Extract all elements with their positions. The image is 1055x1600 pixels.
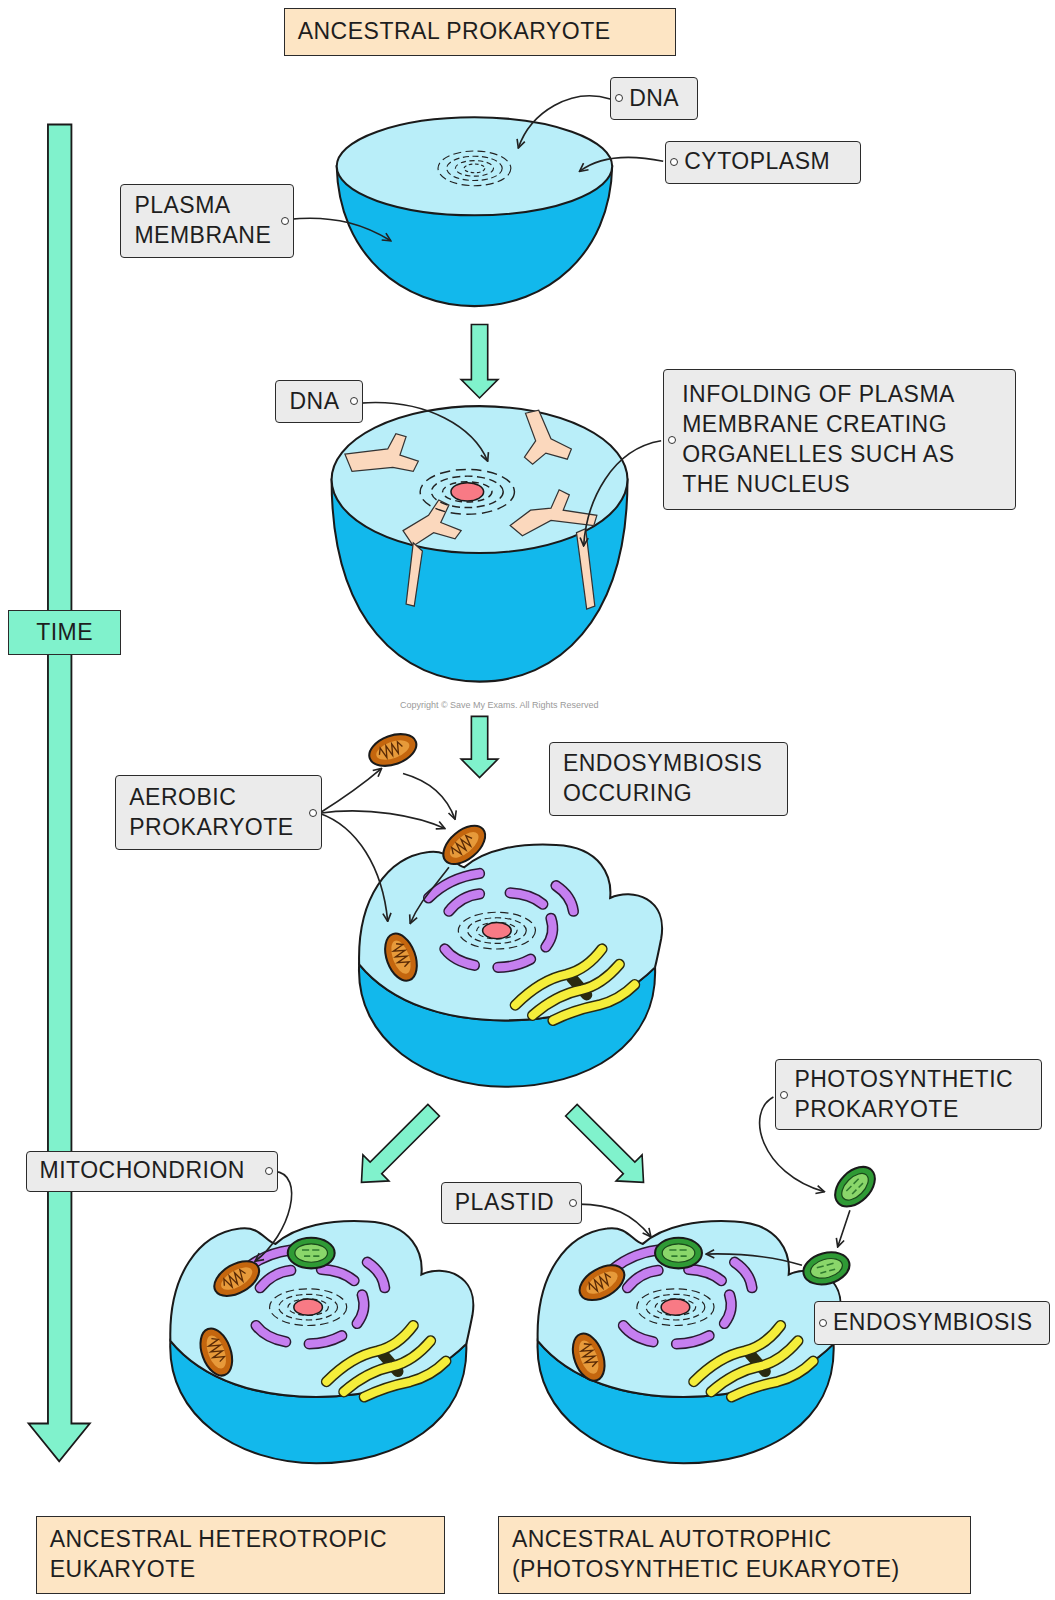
node-text: AEROBIC PROKARYOTE bbox=[129, 783, 303, 843]
tag-hole bbox=[615, 94, 623, 102]
stage-arrows bbox=[461, 324, 498, 397]
node-text: ANCESTRAL AUTOTROPHIC (PHOTOSYNTHETIC EU… bbox=[512, 1525, 957, 1585]
node-text: MITOCHONDRION bbox=[40, 1156, 259, 1186]
node-text: PLASTID bbox=[455, 1188, 563, 1218]
leader-lines bbox=[838, 1210, 850, 1247]
leader-lines bbox=[403, 773, 455, 819]
node-text: PLASMA MEMBRANE bbox=[134, 191, 275, 251]
stage-box: ANCESTRAL AUTOTROPHIC (PHOTOSYNTHETIC EU… bbox=[498, 1516, 971, 1594]
autotrophic-cell bbox=[538, 1221, 841, 1463]
leader-lines bbox=[360, 403, 488, 462]
heterotrophic-cell bbox=[170, 1221, 473, 1463]
free-aerobic-prokaryotes bbox=[365, 728, 492, 871]
leader-lines bbox=[319, 811, 444, 829]
leader-lines bbox=[319, 813, 387, 921]
free-photosynthetic-prokaryotes bbox=[828, 1159, 883, 1214]
label-tag: ENDOSYMBIOSIS bbox=[814, 1301, 1050, 1345]
infolding-cell bbox=[420, 469, 514, 514]
leader-lines bbox=[410, 867, 449, 923]
tag-hole bbox=[670, 158, 678, 166]
autotrophic-cell bbox=[567, 1329, 611, 1385]
leader-lines bbox=[518, 96, 610, 148]
infolding-cell bbox=[576, 529, 594, 610]
label-tag: PLASTID bbox=[441, 1182, 582, 1225]
leader-lines bbox=[579, 1204, 651, 1237]
label-tag: PHOTOSYNTHETIC PROKARYOTE bbox=[775, 1059, 1042, 1130]
heterotrophic-cell bbox=[170, 1221, 473, 1463]
node-text: DNA bbox=[629, 84, 684, 114]
tag-hole bbox=[569, 1199, 577, 1207]
leader-lines bbox=[255, 96, 850, 1265]
leader-lines bbox=[289, 218, 391, 241]
tag-hole bbox=[265, 1167, 273, 1175]
infolding-cell bbox=[345, 434, 418, 472]
tag-hole bbox=[309, 809, 317, 817]
node-text: ANCESTRAL PROKARYOTE bbox=[298, 17, 662, 47]
leader-lines bbox=[319, 768, 381, 813]
tag-hole bbox=[281, 217, 289, 225]
leader-lines bbox=[584, 441, 662, 546]
node-text: CYTOPLASM bbox=[684, 147, 847, 177]
endosymbiosis-cell bbox=[379, 929, 423, 985]
tag-hole bbox=[350, 397, 358, 405]
time-arrow bbox=[29, 124, 90, 1461]
autotrophic-cell bbox=[655, 1238, 702, 1269]
node-text: PHOTOSYNTHETIC PROKARYOTE bbox=[794, 1065, 1028, 1125]
stage-arrows bbox=[558, 1097, 656, 1195]
heterotrophic-cell bbox=[208, 1254, 265, 1303]
time-arrow bbox=[29, 124, 90, 1461]
label-tag: DNA bbox=[610, 77, 698, 121]
infolding-cell bbox=[451, 483, 484, 501]
watermark: Copyright © Save My Exams. All Rights Re… bbox=[398, 700, 601, 710]
node-text: TIME bbox=[22, 618, 107, 648]
autotrophic-cell bbox=[574, 1258, 631, 1307]
label-tag: DNA bbox=[275, 380, 363, 424]
tag-hole bbox=[780, 1091, 788, 1099]
free-photosynthetic-prokaryotes bbox=[800, 1248, 853, 1290]
infolding-cell bbox=[406, 543, 422, 606]
autotrophic-cell bbox=[538, 1221, 841, 1463]
node-text: INFOLDING OF PLASMA MEMBRANE CREATING OR… bbox=[682, 380, 1002, 500]
endosymbiosis-cell bbox=[359, 845, 662, 1087]
label-tag: AEROBIC PROKARYOTE bbox=[115, 775, 322, 849]
label-tag: CYTOPLASM bbox=[665, 141, 861, 184]
node-text: ANCESTRAL HETEROTROPIC EUKARYOTE bbox=[50, 1525, 431, 1585]
infolding-cell bbox=[524, 410, 571, 464]
stage-box: ANCESTRAL HETEROTROPIC EUKARYOTE bbox=[36, 1516, 445, 1594]
free-aerobic-prokaryotes bbox=[436, 818, 492, 871]
label-tag: INFOLDING OF PLASMA MEMBRANE CREATING OR… bbox=[663, 369, 1016, 510]
label-tag: MITOCHONDRION bbox=[26, 1151, 278, 1192]
time-box: TIME bbox=[8, 610, 121, 655]
stage-arrows bbox=[461, 716, 498, 777]
label-tag: ENDOSYMBIOSIS OCCURING bbox=[549, 742, 788, 816]
stage-arrows bbox=[348, 1097, 446, 1195]
prokaryote-cell bbox=[337, 117, 612, 215]
label-tag: PLASMA MEMBRANE bbox=[120, 184, 294, 258]
node-text: ENDOSYMBIOSIS bbox=[833, 1308, 1036, 1338]
leader-lines bbox=[580, 157, 664, 171]
heterotrophic-cell bbox=[195, 1324, 239, 1380]
infolding-cell bbox=[345, 410, 597, 609]
free-aerobic-prokaryotes bbox=[365, 728, 421, 772]
prokaryote-cell bbox=[337, 117, 612, 306]
prokaryote-cell bbox=[438, 151, 511, 186]
node-text: ENDOSYMBIOSIS OCCURING bbox=[563, 749, 774, 809]
tag-hole bbox=[819, 1319, 827, 1327]
free-photosynthetic-prokaryotes bbox=[800, 1159, 883, 1289]
stage-box: ANCESTRAL PROKARYOTE bbox=[284, 8, 676, 56]
heterotrophic-cell bbox=[288, 1238, 335, 1269]
endosymbiosis-cell bbox=[359, 845, 662, 1087]
tag-hole bbox=[668, 436, 676, 444]
leader-lines bbox=[706, 1254, 802, 1265]
node-text: DNA bbox=[289, 387, 344, 417]
